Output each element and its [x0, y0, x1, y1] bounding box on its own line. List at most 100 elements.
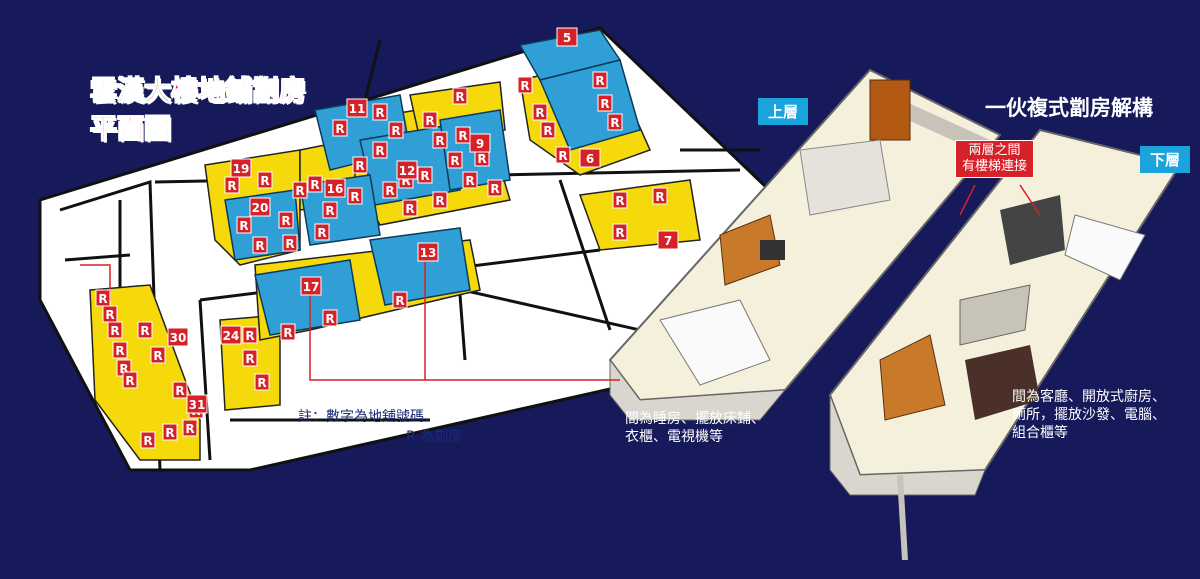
- r-marker: R: [382, 181, 398, 199]
- r-marker: R: [612, 191, 628, 209]
- svg-text:R: R: [455, 90, 464, 104]
- tab-upper: 上層: [758, 98, 809, 125]
- svg-text:R: R: [435, 194, 444, 208]
- svg-text:R: R: [558, 149, 567, 163]
- svg-text:R: R: [255, 239, 264, 253]
- svg-text:5: 5: [563, 31, 571, 45]
- leader-lines: [80, 184, 1041, 381]
- svg-text:R: R: [535, 106, 544, 120]
- svg-text:R: R: [401, 174, 410, 188]
- r-marker: R: [140, 431, 156, 449]
- r-marker: R: [107, 321, 123, 339]
- shop-number-13: 13: [417, 242, 439, 262]
- caption-upper-line1: 間為睡房、擺放床鋪、: [625, 411, 765, 427]
- shop-number-9: 9: [469, 133, 491, 153]
- r-marker: R: [278, 211, 294, 229]
- svg-text:R: R: [458, 129, 467, 143]
- svg-text:R: R: [245, 352, 254, 366]
- r-marker: R: [447, 151, 463, 169]
- r-marker: R: [150, 346, 166, 364]
- r-marker: R: [372, 141, 388, 159]
- svg-text:30: 30: [170, 331, 187, 345]
- svg-text:R: R: [310, 178, 319, 192]
- svg-text:R: R: [281, 214, 290, 228]
- svg-text:R: R: [595, 74, 604, 88]
- svg-text:R: R: [420, 169, 429, 183]
- svg-text:R: R: [257, 376, 266, 390]
- r-marker: R: [236, 216, 252, 234]
- svg-text:R: R: [425, 114, 434, 128]
- svg-text:31: 31: [189, 398, 206, 412]
- shop-number-16: 16: [324, 178, 346, 198]
- caption-upper: 間為睡房、擺放床鋪、 衣櫃、電視機等: [625, 410, 765, 446]
- svg-text:R: R: [239, 219, 248, 233]
- r-marker: R: [347, 187, 363, 205]
- r-marker: R: [307, 175, 323, 193]
- r-marker: R: [517, 76, 533, 94]
- svg-text:R: R: [355, 159, 364, 173]
- svg-text:R: R: [543, 124, 552, 138]
- r-marker: R: [462, 171, 478, 189]
- svg-text:R: R: [260, 174, 269, 188]
- shop-number-5: 5: [556, 27, 578, 47]
- tab-lower: 下層: [1140, 146, 1191, 173]
- r-marker: R: [137, 321, 153, 339]
- shop-number-20: 20: [249, 197, 271, 217]
- stair-note: 兩層之間 有樓梯連接: [955, 140, 1035, 178]
- svg-text:R: R: [350, 190, 359, 204]
- svg-text:R: R: [520, 79, 529, 93]
- shop-number-30: 30: [167, 327, 189, 347]
- stair-note-line2: 有樓梯連接: [962, 159, 1028, 174]
- svg-text:R: R: [285, 237, 294, 251]
- svg-text:R: R: [143, 434, 152, 448]
- svg-text:R: R: [325, 204, 334, 218]
- r-marker: R: [607, 113, 623, 131]
- r-marker: R: [432, 131, 448, 149]
- title-line1: 雲漢大樓地鋪劏房: [90, 76, 307, 108]
- svg-text:19: 19: [233, 162, 250, 176]
- r-marker: R: [402, 199, 418, 217]
- r-marker: R: [242, 349, 258, 367]
- r-marker: R: [432, 191, 448, 209]
- svg-text:R: R: [325, 312, 334, 326]
- svg-text:R: R: [385, 184, 394, 198]
- stair-note-line1: 兩層之間: [968, 143, 1021, 158]
- caption-lower: 間為客廳、開放式廚房、 廁所，擺放沙發、電腦、 組合櫃等: [1012, 388, 1166, 442]
- svg-text:R: R: [283, 326, 292, 340]
- legend-note-line1: 註：數字為地舖號碼、: [298, 409, 438, 425]
- r-marker: R: [292, 181, 308, 199]
- right-title: 一伙複式劏房解構: [985, 96, 1153, 120]
- svg-text:R: R: [615, 226, 624, 240]
- r-marker: R: [532, 103, 548, 121]
- svg-text:R: R: [450, 154, 459, 168]
- svg-text:R: R: [490, 182, 499, 196]
- r-marker: R: [555, 146, 571, 164]
- r-marker: R: [597, 94, 613, 112]
- svg-text:R: R: [98, 292, 107, 306]
- r-marker: R: [242, 326, 258, 344]
- svg-text:R: R: [435, 134, 444, 148]
- svg-text:R: R: [185, 422, 194, 436]
- shop-number-17: 17: [300, 276, 322, 296]
- lower-floor-room: [828, 128, 1182, 561]
- svg-text:R: R: [165, 426, 174, 440]
- svg-text:6: 6: [586, 152, 594, 166]
- r-marker: R: [314, 223, 330, 241]
- shop-number-7: 7: [657, 230, 679, 250]
- svg-text:R: R: [395, 294, 404, 308]
- r-marker: R: [162, 423, 178, 441]
- r-marker: R: [372, 103, 388, 121]
- r-marker: R: [392, 291, 408, 309]
- shop-number-6: 6: [579, 148, 601, 168]
- r-marker: R: [102, 305, 118, 323]
- r-marker: R: [182, 419, 198, 437]
- svg-text:12: 12: [399, 164, 416, 178]
- r-marker: R: [388, 121, 404, 139]
- svg-text:R: R: [227, 179, 236, 193]
- svg-text:R: R: [153, 349, 162, 363]
- r-marker: R: [417, 166, 433, 184]
- svg-text:20: 20: [252, 201, 269, 215]
